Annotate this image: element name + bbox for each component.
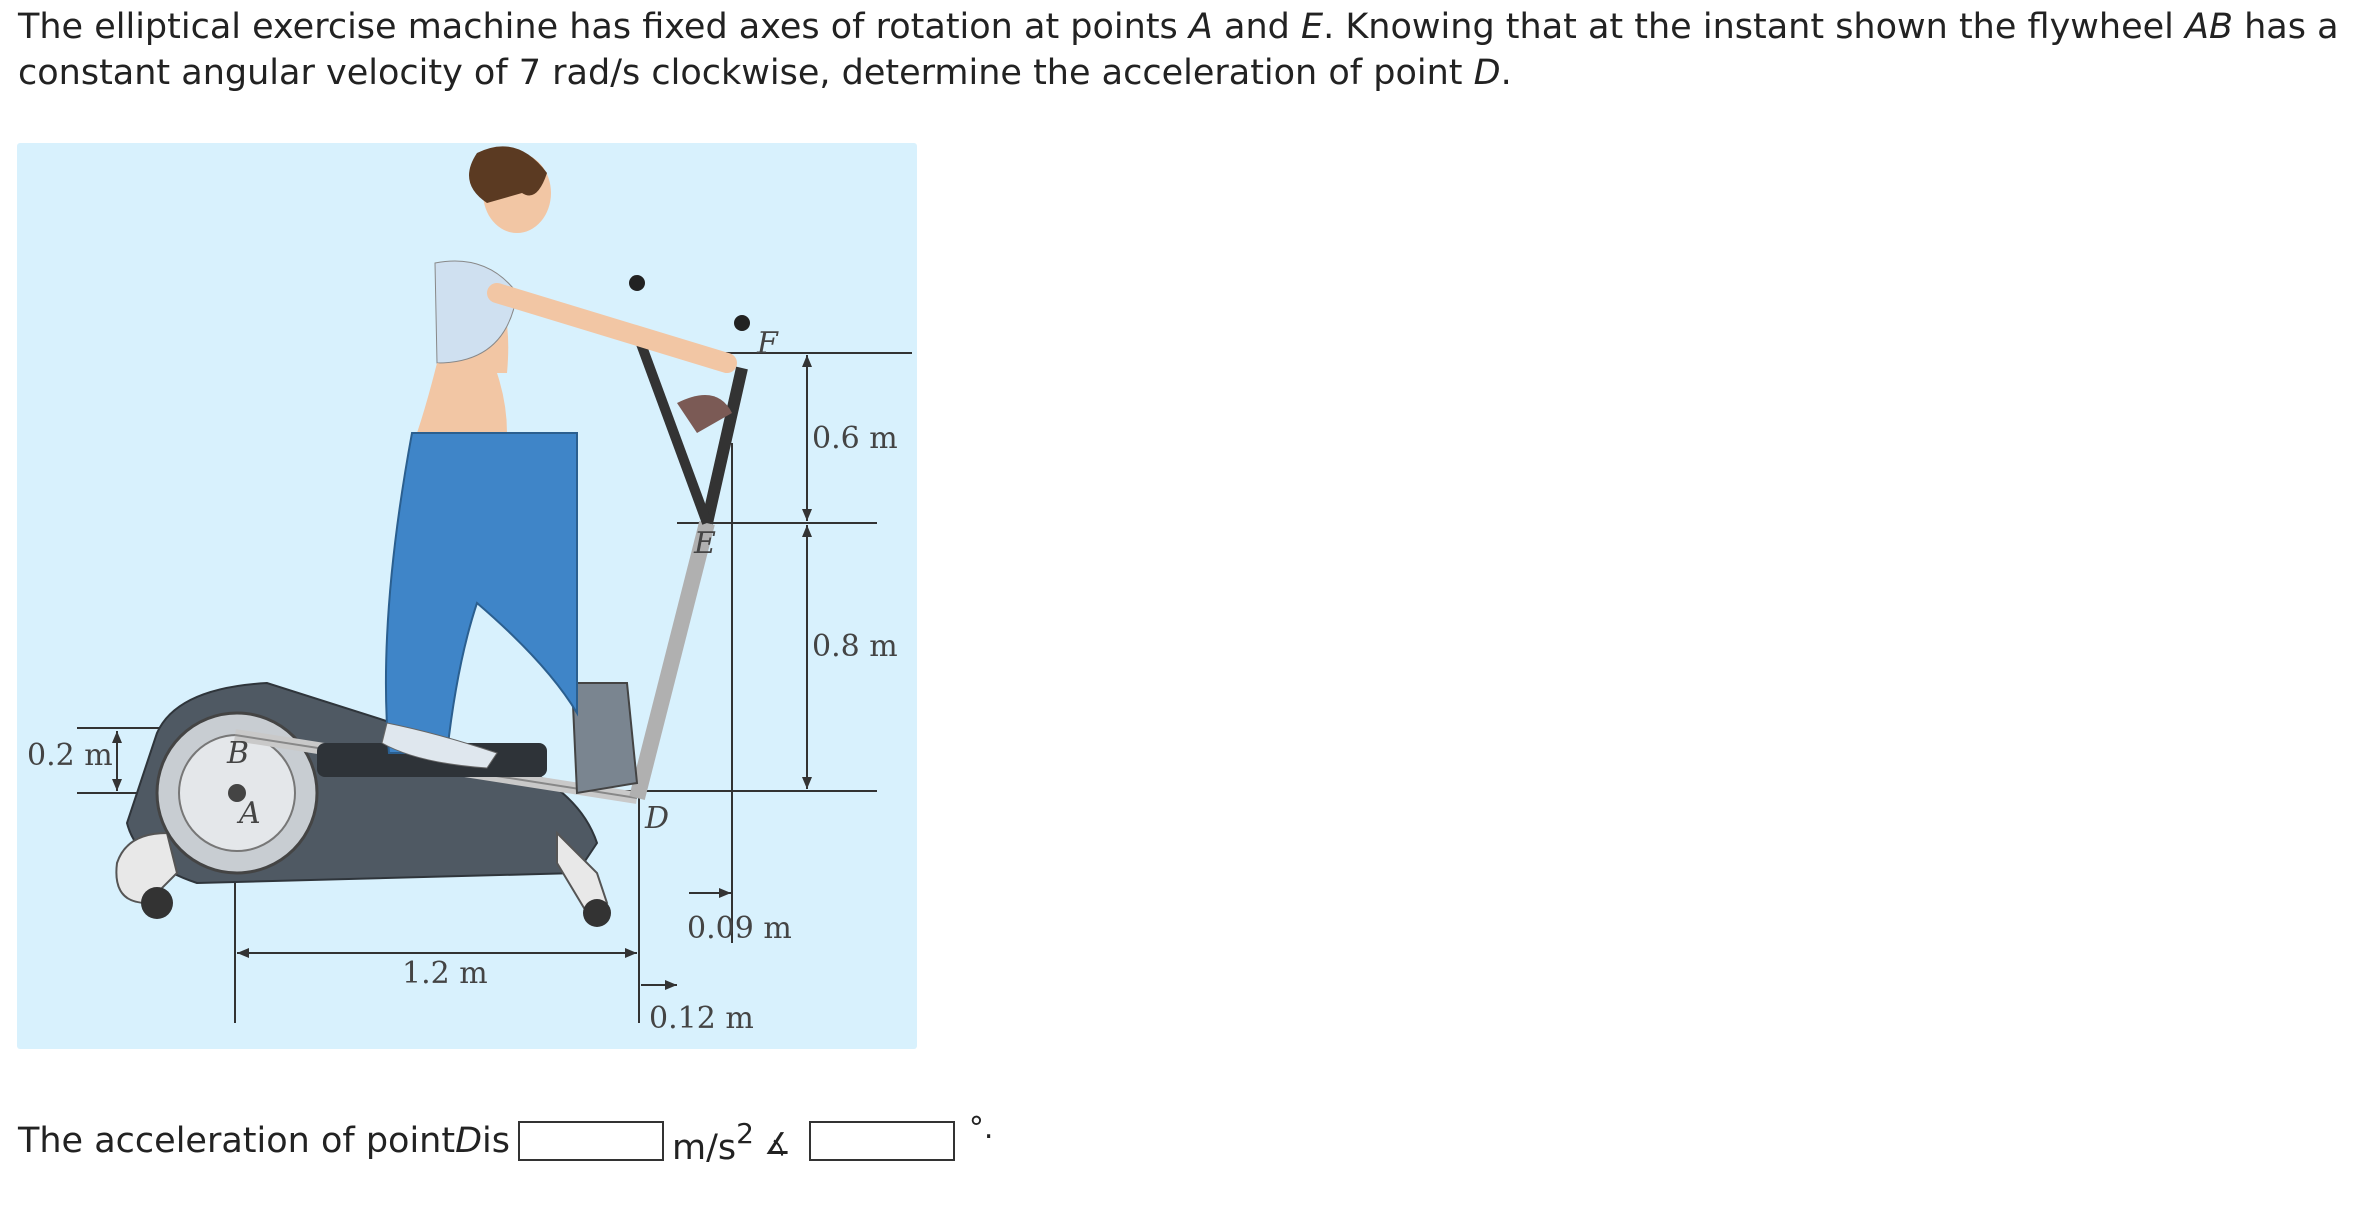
acceleration-angle-input[interactable] bbox=[808, 1121, 955, 1161]
problem-text: has a bbox=[2232, 7, 2339, 47]
answer-row: The acceleration of point D is m/s2 ∡ °. bbox=[18, 1110, 993, 1172]
machine-base bbox=[115, 681, 611, 927]
dim-1-2-m: 1.2 m bbox=[402, 956, 488, 991]
linkage bbox=[234, 275, 750, 804]
answer-prefix: The acceleration of point bbox=[18, 1121, 456, 1161]
dim-0-12-m: 0.12 m bbox=[649, 1001, 754, 1036]
point-d-label: D bbox=[1473, 53, 1501, 93]
label-e: E bbox=[693, 526, 716, 561]
unit-exponent: 2 bbox=[736, 1117, 754, 1150]
flywheel-label: AB bbox=[2185, 7, 2233, 47]
dim-0-6-m: 0.6 m bbox=[812, 421, 898, 456]
elliptical-machine-figure: F E D B A 0.6 m 0.8 m 0.2 m 0.09 m 1.2 m… bbox=[17, 143, 917, 1049]
problem-text: and bbox=[1212, 7, 1301, 47]
label-d: D bbox=[644, 801, 669, 836]
problem-statement: The elliptical exercise machine has fixe… bbox=[18, 4, 2348, 96]
problem-line-2: constant angular velocity of 7 rad/s clo… bbox=[18, 50, 2348, 96]
degree-symbol: °. bbox=[968, 1111, 994, 1146]
label-f: F bbox=[756, 326, 779, 361]
unit-text: m/s bbox=[672, 1128, 737, 1168]
dim-0-8-m: 0.8 m bbox=[812, 629, 898, 664]
answer-point-label: D bbox=[455, 1121, 483, 1161]
person-figure bbox=[381, 146, 737, 769]
dim-0-09-m: 0.09 m bbox=[687, 911, 792, 946]
figure-labels: F E D B A 0.6 m 0.8 m 0.2 m 0.09 m 1.2 m… bbox=[27, 326, 898, 1036]
figure-drawing: F E D B A 0.6 m 0.8 m 0.2 m 0.09 m 1.2 m… bbox=[27, 146, 912, 1036]
angle-icon: ∡ bbox=[763, 1127, 791, 1162]
problem-text: . Knowing that at the instant shown the … bbox=[1323, 7, 2186, 47]
unit-label: m/s2 bbox=[672, 1110, 754, 1172]
dim-0-2-m: 0.2 m bbox=[27, 738, 113, 773]
acceleration-magnitude-input[interactable] bbox=[518, 1121, 664, 1161]
problem-line-1: The elliptical exercise machine has fixe… bbox=[18, 4, 2348, 50]
problem-text: constant angular velocity of 7 rad/s clo… bbox=[18, 53, 1474, 93]
problem-text: The elliptical exercise machine has fixe… bbox=[18, 7, 1189, 47]
label-b: B bbox=[226, 736, 249, 771]
answer-is: is bbox=[482, 1121, 510, 1161]
point-e-label: E bbox=[1300, 7, 1324, 47]
label-a: A bbox=[236, 796, 261, 831]
point-a-label: A bbox=[1188, 7, 1213, 47]
dimension-arrows bbox=[112, 355, 812, 990]
problem-text: . bbox=[1500, 53, 1512, 93]
